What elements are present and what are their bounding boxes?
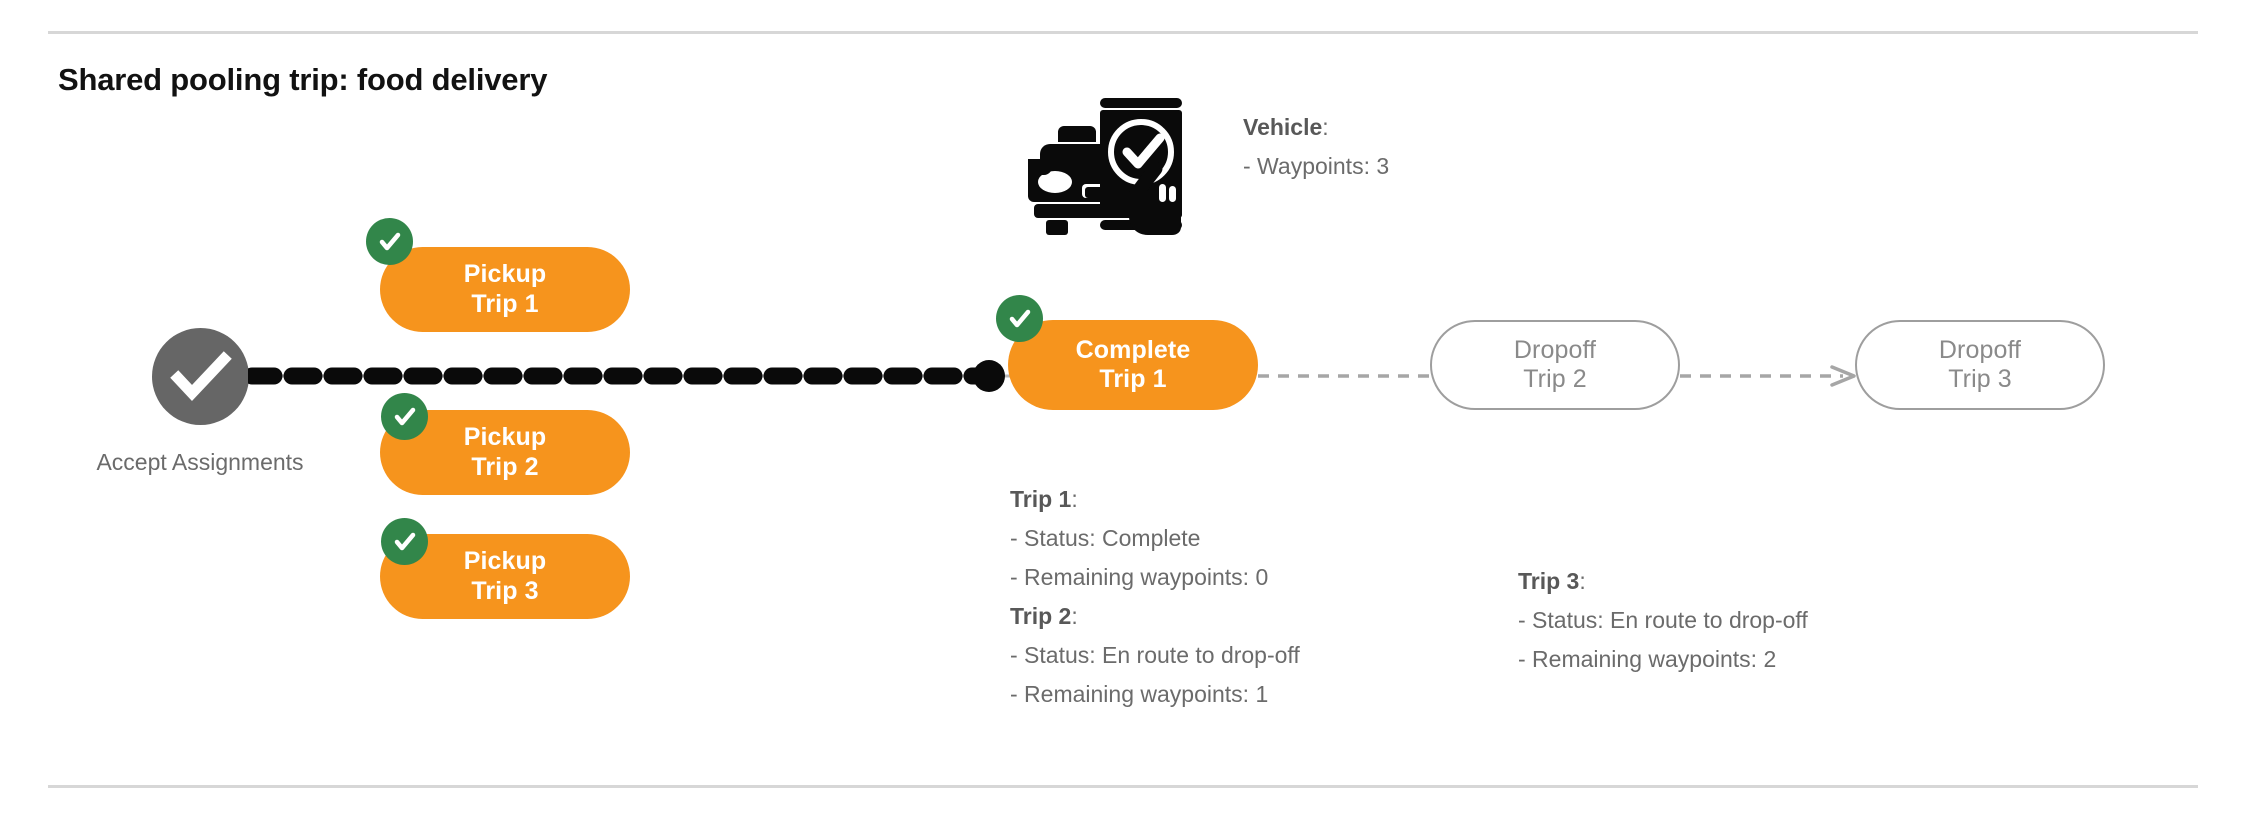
- pickup-trip-2-line2: Trip 2: [471, 452, 539, 481]
- trip-2-heading-row: Trip 2:: [1010, 597, 1300, 636]
- complete-trip-1-check-badge-icon: [996, 295, 1043, 342]
- trip-2-remaining-waypoints: - Remaining waypoints: 1: [1010, 681, 1269, 707]
- pickup-trip-2-check-badge-icon: [381, 393, 428, 440]
- pickup-trip-1-line1: Pickup: [463, 260, 547, 288]
- dropoff-trip-2-line1: Dropoff: [1513, 335, 1597, 364]
- vehicle-phone-check-icon: [1028, 80, 1194, 235]
- vehicle-heading: Vehicle: [1243, 114, 1323, 140]
- trip-1-status: - Status: Complete: [1010, 525, 1201, 551]
- accept-assignments-node[interactable]: [152, 328, 249, 425]
- dropoff-trip-2-line2: Trip 2: [1523, 365, 1587, 393]
- pickup-trip-1-check-badge-icon: [366, 218, 413, 265]
- trip-3-heading: Trip 3: [1518, 568, 1580, 594]
- accept-assignments-label-line2: Assignments: [171, 449, 304, 475]
- trip-1-2-info-block: Trip 1: - Status: Complete - Remaining w…: [1010, 480, 1300, 714]
- dropoff-trip-3-node[interactable]: Dropoff Trip 3: [1855, 320, 2105, 410]
- dropoff-trip-2-node[interactable]: Dropoff Trip 2: [1430, 320, 1680, 410]
- vehicle-info-block: Vehicle: - Waypoints: 3: [1243, 108, 1389, 186]
- dropoff2-to-dropoff3-connector: [1680, 357, 1858, 395]
- accept-assignments-label-line1: Accept: [96, 449, 167, 475]
- arrowhead-icon: [1830, 365, 1856, 387]
- pickup-trip-2-line1: Pickup: [463, 423, 547, 451]
- dropoff-trip-3-line2: Trip 3: [1948, 365, 2012, 393]
- pickup-trip-3-check-badge-icon: [381, 518, 428, 565]
- check-circle-icon: [170, 351, 232, 402]
- trip-3-info-block: Trip 3: - Status: En route to drop-off -…: [1518, 562, 1808, 679]
- pickup-trip-3-line1: Pickup: [463, 547, 547, 575]
- vehicle-heading-colon: :: [1322, 114, 1329, 140]
- trip-1-remaining-waypoints: - Remaining waypoints: 0: [1010, 564, 1269, 590]
- dropoff-trip-3-line1: Dropoff: [1938, 335, 2022, 364]
- assignments-to-complete-connector: [243, 360, 1015, 392]
- pickup-trip-3-node[interactable]: Pickup Trip 3: [380, 534, 630, 619]
- bottom-divider: [48, 785, 2198, 788]
- trip-3-heading-colon: :: [1579, 568, 1586, 594]
- trip-1-heading: Trip 1: [1010, 486, 1072, 512]
- trip-3-status: - Status: En route to drop-off: [1518, 607, 1808, 633]
- top-divider: [48, 31, 2198, 34]
- trip-1-heading-row: Trip 1:: [1010, 480, 1300, 519]
- accept-assignments-label: Accept Assignments: [90, 443, 310, 482]
- trip-2-heading: Trip 2: [1010, 603, 1072, 629]
- trip-3-remaining-waypoints: - Remaining waypoints: 2: [1518, 646, 1777, 672]
- trip-1-heading-colon: :: [1071, 486, 1078, 512]
- trip-2-status: - Status: En route to drop-off: [1010, 642, 1300, 668]
- trip-3-heading-row: Trip 3:: [1518, 562, 1808, 601]
- vehicle-waypoints: - Waypoints: 3: [1243, 153, 1390, 179]
- vehicle-heading-row: Vehicle:: [1243, 108, 1389, 147]
- complete-trip-1-node[interactable]: Complete Trip 1: [1008, 320, 1258, 410]
- page-title: Shared pooling trip: food delivery: [58, 62, 548, 97]
- complete-trip-1-line1: Complete: [1075, 335, 1191, 364]
- junction-dot: [973, 360, 1005, 392]
- pickup-trip-1-line2: Trip 1: [471, 289, 539, 318]
- trip-2-heading-colon: :: [1071, 603, 1078, 629]
- pickup-trip-3-line2: Trip 3: [471, 576, 539, 605]
- complete-to-dropoff2-connector: [1258, 357, 1434, 395]
- pickup-trip-1-node[interactable]: Pickup Trip 1: [380, 247, 630, 332]
- complete-trip-1-line2: Trip 1: [1099, 365, 1167, 393]
